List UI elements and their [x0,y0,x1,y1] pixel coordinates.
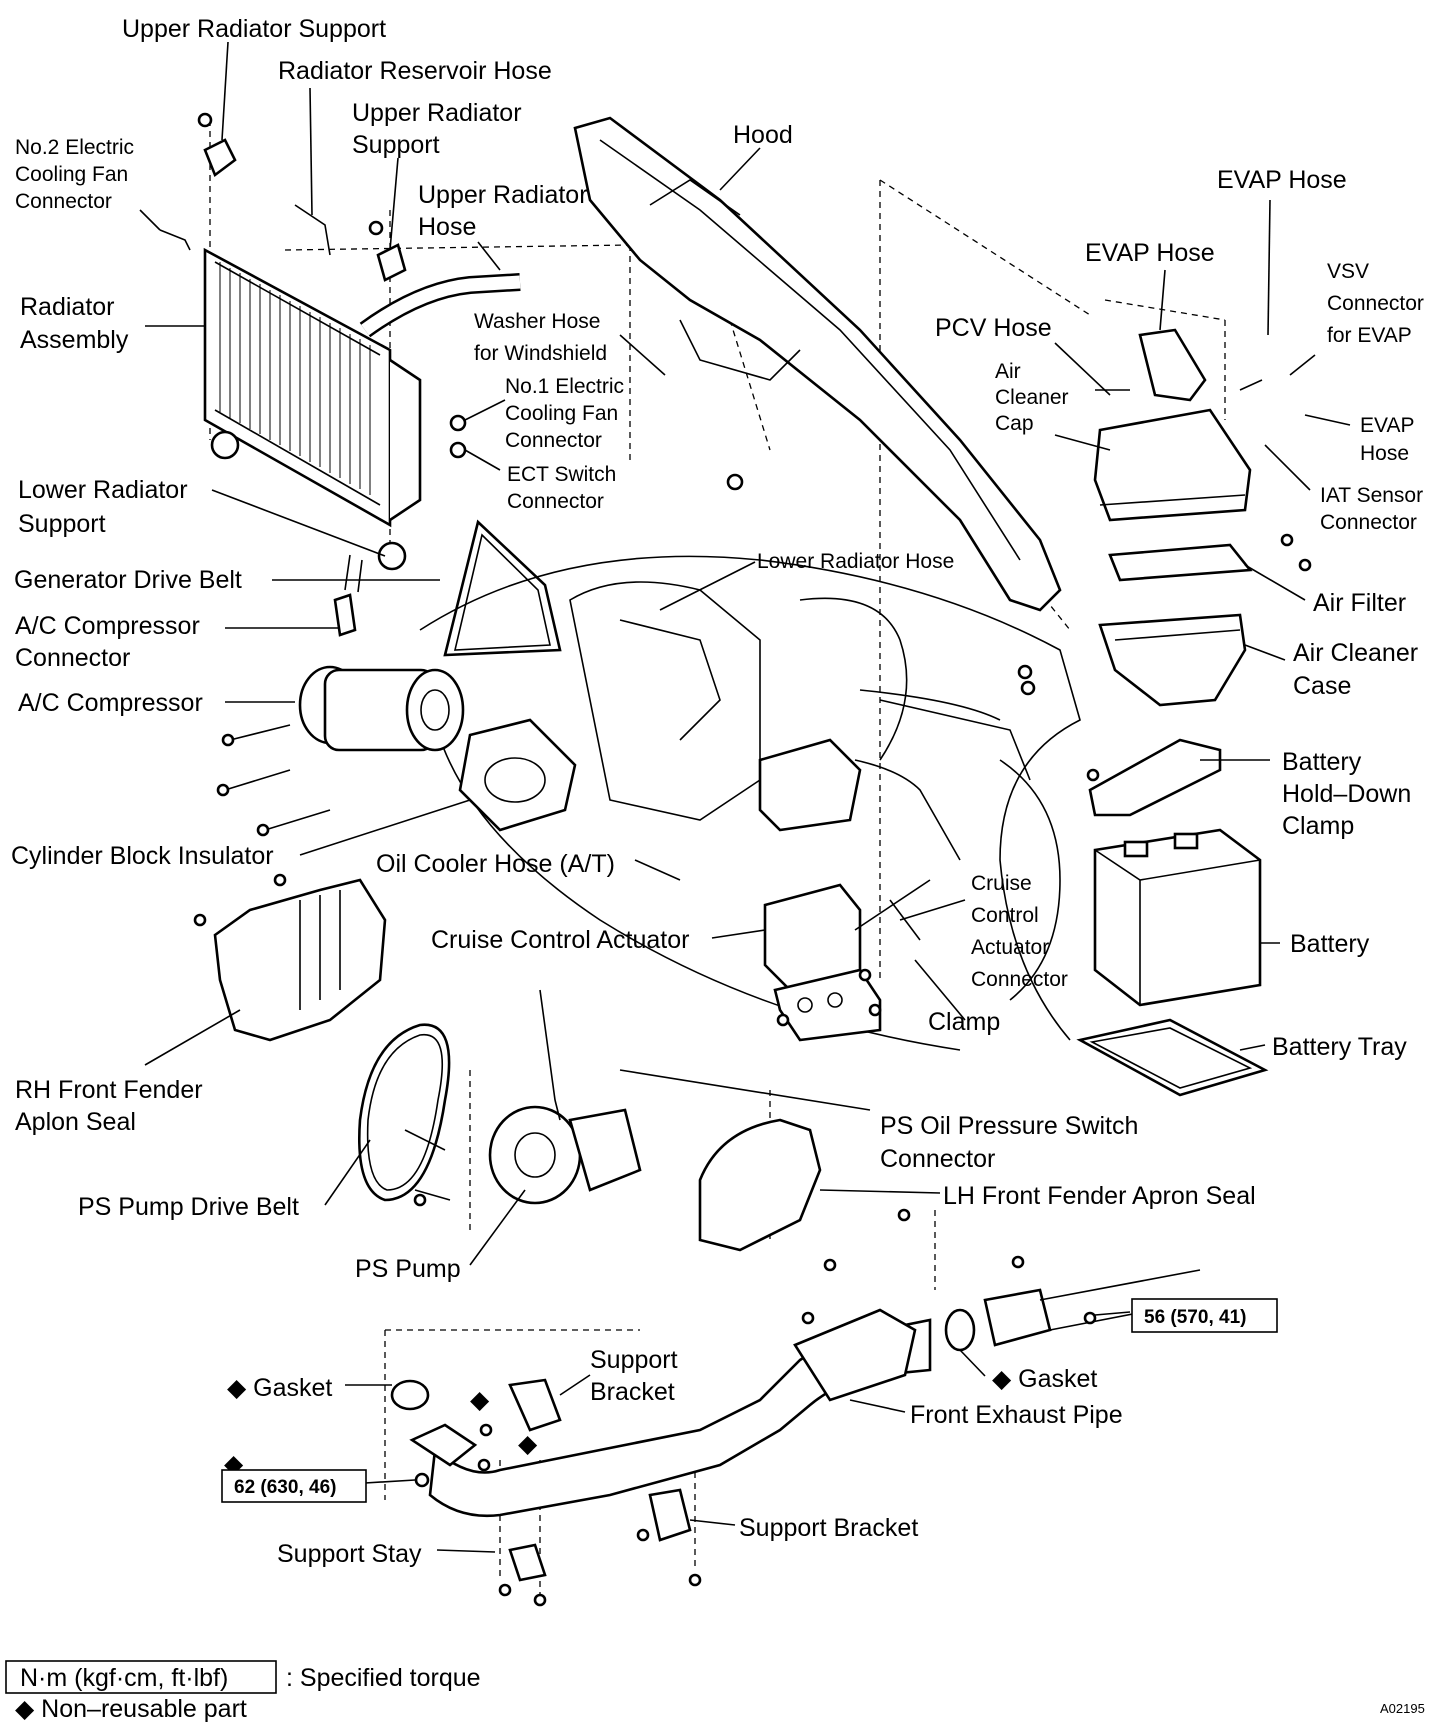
label-lh-front-fender-seal: LH Front Fender Apron Seal [943,1182,1256,1210]
non-reusable-marker-diamond: ◆ [518,1430,538,1458]
radiator-drawing [159,138,521,571]
battery-drawing [1076,738,1269,1097]
label-gasket-left: ◆ Gasket [227,1374,332,1402]
air-cleaner-drawing [1093,328,1263,707]
part-labels: Upper Radiator Support Radiator Reservoi… [11,15,1430,1568]
label-vsv-connector: VSV Connector for EVAP [1327,260,1430,347]
label-upper-radiator-support: Upper Radiator Support [122,15,386,43]
label-upper-radiator-hose: Upper Radiator Hose [418,181,594,241]
label-air-cleaner-case: Air Cleaner Case [1293,639,1425,700]
legend: N·m (kgf·cm, ft·lbf) : Specified torque … [5,1660,1425,1722]
svg-text:56 (570, 41): 56 (570, 41) [1144,1307,1246,1328]
label-front-exhaust-pipe: Front Exhaust Pipe [910,1401,1123,1429]
ac-compressor-drawing [216,554,465,837]
torque-specs: 56 (570, 41) 62 (630, 46) [221,1298,1278,1503]
label-support-stay: Support Stay [277,1540,422,1568]
label-cruise-actuator-connector: Cruise Control Actuator Connector [971,872,1068,991]
torque-box-manifold-nut: 62 (630, 46) [221,1469,367,1503]
cylinder-block-insulator-drawing [458,718,577,832]
legend-non-reusable: ◆ Non–reusable part [15,1695,247,1722]
label-rh-front-fender-seal: RH Front Fender Aplon Seal [15,1076,210,1136]
label-radiator-assembly: Radiator Assembly [20,293,129,354]
label-ps-pump: PS Pump [355,1255,461,1283]
label-battery-tray: Battery Tray [1272,1033,1407,1061]
exhaust-drawing [390,1269,1206,1582]
label-lower-radiator-hose: Lower Radiator Hose [757,550,954,573]
label-evap-hose-1: EVAP Hose [1217,166,1347,194]
label-hood: Hood [733,121,793,149]
label-pcv-hose: PCV Hose [935,314,1052,342]
label-evap-hose-2: EVAP Hose [1085,239,1215,267]
hood-drawing [573,116,1062,612]
label-support-bracket-bottom: Support Bracket [739,1514,918,1542]
figure-code: A02195 [1380,1701,1425,1716]
lh-fender-seal-drawing [698,1118,822,1252]
legend-torque-unit: N·m (kgf·cm, ft·lbf) [20,1664,228,1692]
label-no1-fan-connector: No.1 Electric Cooling Fan Connector [505,375,630,452]
rh-fender-seal-drawing [213,878,387,1042]
label-gasket-right: ◆ Gasket [992,1365,1097,1393]
label-cylinder-block-insulator: Cylinder Block Insulator [11,842,274,870]
label-air-cleaner-cap: Air Cleaner Cap [995,360,1074,435]
label-iat-sensor-connector: IAT Sensor Connector [1320,484,1429,534]
cruise-actuator-drawing [763,759,961,1042]
torque-box-exhaust-flange: 56 (570, 41) [1131,1298,1278,1333]
ps-pump-drawing [358,989,642,1205]
label-battery-hold-down-clamp: Battery Hold–Down Clamp [1282,748,1418,840]
label-evap-hose-3: EVAP Hose [1360,414,1420,465]
label-battery: Battery [1290,930,1370,958]
label-washer-hose: Washer Hose for Windshield [474,310,607,365]
label-lower-radiator-support: Lower Radiator Support [18,476,194,538]
label-generator-drive-belt: Generator Drive Belt [14,566,242,594]
label-ac-compressor-connector: A/C Compressor Connector [15,612,207,672]
leader-lines [139,41,1351,1553]
label-no2-fan-connector: No.2 Electric Cooling Fan Connector [15,136,140,213]
label-ps-oil-pressure-switch-connector: PS Oil Pressure Switch Connector [880,1112,1145,1173]
label-upper-radiator-support-2: Upper Radiator Support [352,99,528,159]
label-ac-compressor: A/C Compressor [18,689,203,717]
label-oil-cooler-hose: Oil Cooler Hose (A/T) [376,850,615,878]
legend-torque-desc: : Specified torque [286,1664,481,1692]
svg-text:62 (630, 46): 62 (630, 46) [234,1477,336,1498]
label-ect-switch-connector: ECT Switch Connector [507,463,622,513]
label-clamp: Clamp [928,1008,1000,1036]
non-reusable-marker-diamond: ◆ [470,1386,490,1414]
generator-belt-drawing [443,519,562,657]
label-ps-pump-drive-belt: PS Pump Drive Belt [78,1193,299,1221]
label-support-bracket-top: Support Bracket [590,1346,685,1406]
label-radiator-reservoir-hose: Radiator Reservoir Hose [278,57,552,85]
label-cruise-control-actuator: Cruise Control Actuator [431,926,689,954]
label-air-filter: Air Filter [1313,589,1406,617]
